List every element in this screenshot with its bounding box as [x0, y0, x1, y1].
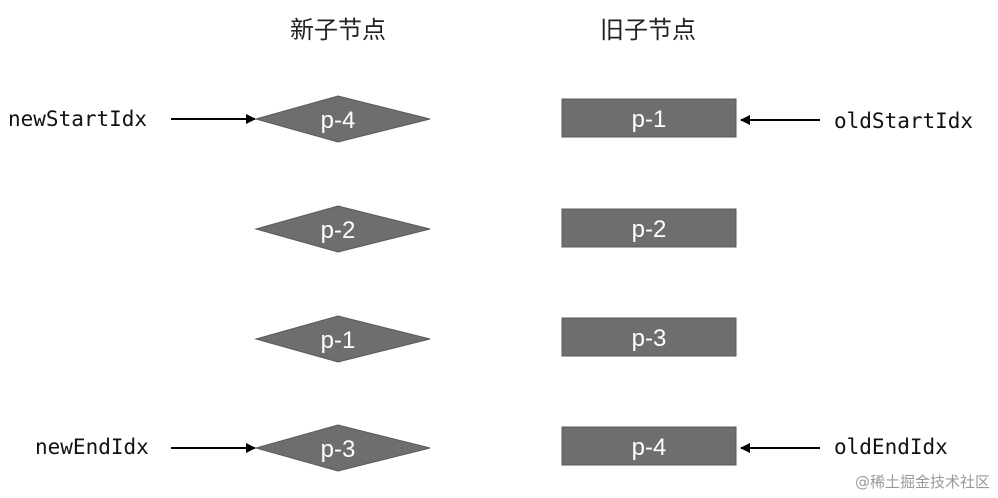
new-node-3-label: p-1 [321, 327, 356, 354]
old-node-1: p-1 [561, 98, 737, 138]
watermark: @稀土掘金技术社区 [855, 473, 990, 491]
new-node-4-label: p-3 [321, 436, 356, 463]
new-end-idx-label: newEndIdx [35, 435, 149, 459]
old-node-1-label: p-1 [632, 106, 667, 133]
new-node-2-label: p-2 [321, 217, 356, 244]
old-node-3-label: p-3 [632, 325, 667, 352]
old-node-4: p-4 [561, 426, 737, 466]
old-node-3: p-3 [561, 317, 737, 357]
old-node-2-label: p-2 [632, 216, 667, 243]
old-end-idx-label: oldEndIdx [834, 435, 948, 459]
old-start-idx-label: oldStartIdx [834, 109, 973, 133]
new-node-1: p-4 [254, 95, 431, 143]
old-children-header: 旧子节点 [600, 16, 696, 44]
new-node-4: p-3 [254, 424, 431, 472]
new-children-header: 新子节点 [290, 16, 386, 44]
new-start-idx-label: newStartIdx [8, 107, 147, 131]
new-node-3: p-1 [254, 315, 431, 363]
old-node-2: p-2 [561, 208, 737, 248]
new-node-1-label: p-4 [321, 107, 356, 134]
old-node-4-label: p-4 [632, 434, 667, 461]
new-node-2: p-2 [254, 205, 431, 253]
